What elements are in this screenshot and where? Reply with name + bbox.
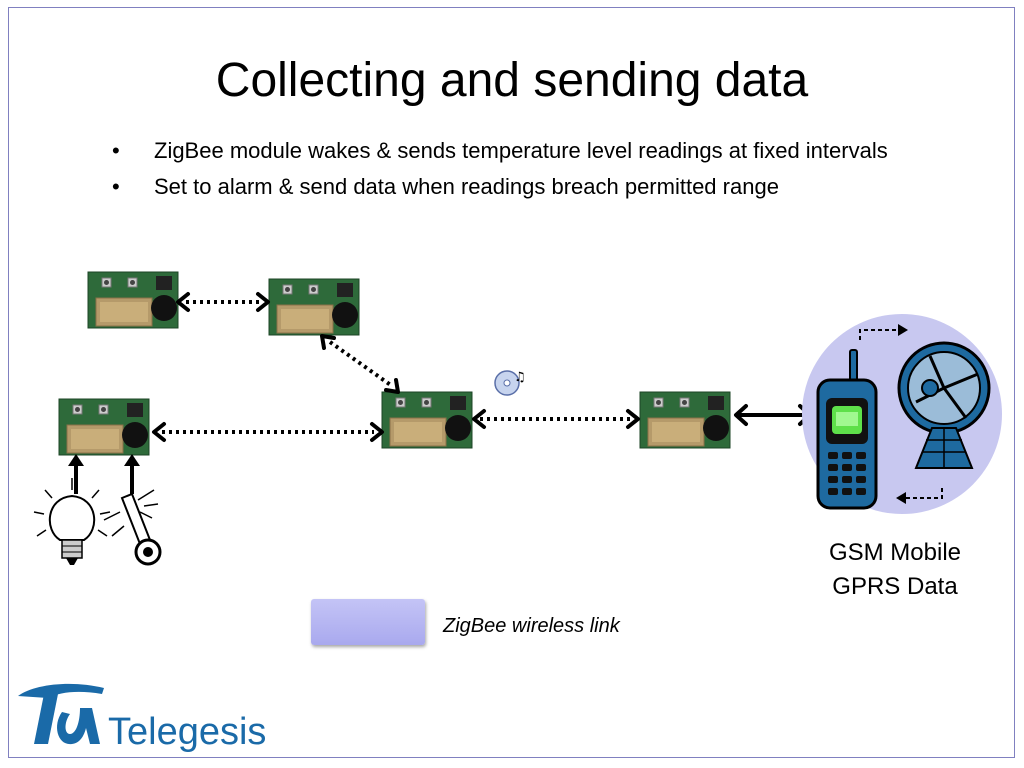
zigbee-arrowheads (152, 292, 640, 442)
zigbee-board-3 (58, 398, 150, 456)
light-bulb-icon (33, 478, 111, 565)
gsm-label-line: GPRS Data (832, 573, 958, 600)
zigbee-link (328, 340, 394, 388)
satellite-dish-icon (897, 341, 991, 469)
legend-swatch (311, 599, 425, 645)
slide-frame (8, 7, 1015, 758)
zigbee-links (162, 300, 632, 434)
slide-title: Collecting and sending data (215, 54, 809, 107)
gsm-label-line: GSM Mobile (828, 539, 962, 566)
bullet-item: Set to alarm & send data when readings b… (112, 172, 912, 202)
zigbee-board-5 (639, 391, 731, 449)
bullet-list: ZigBee module wakes & sends temperature … (112, 136, 912, 208)
sensor-arrows (74, 462, 134, 494)
bullet-item: ZigBee module wakes & sends temperature … (112, 136, 912, 166)
zigbee-board-2 (268, 278, 360, 336)
zigbee-board-1 (87, 271, 179, 329)
gsm-link (734, 404, 812, 426)
brand-name: Telegesis (108, 711, 267, 753)
thermometer-icon (103, 489, 162, 566)
svg-text:♫: ♫ (514, 370, 526, 385)
mobile-phone-icon (816, 349, 878, 510)
cd-music-icon: ♫ (494, 370, 526, 396)
zigbee-board-4 (381, 391, 473, 449)
gsm-data-arrows (859, 329, 943, 499)
legend-label: ZigBee wireless link (443, 615, 620, 637)
telegesis-logo-icon (18, 683, 104, 745)
gsm-label: GSM Mobile GPRS Data (790, 536, 1000, 604)
